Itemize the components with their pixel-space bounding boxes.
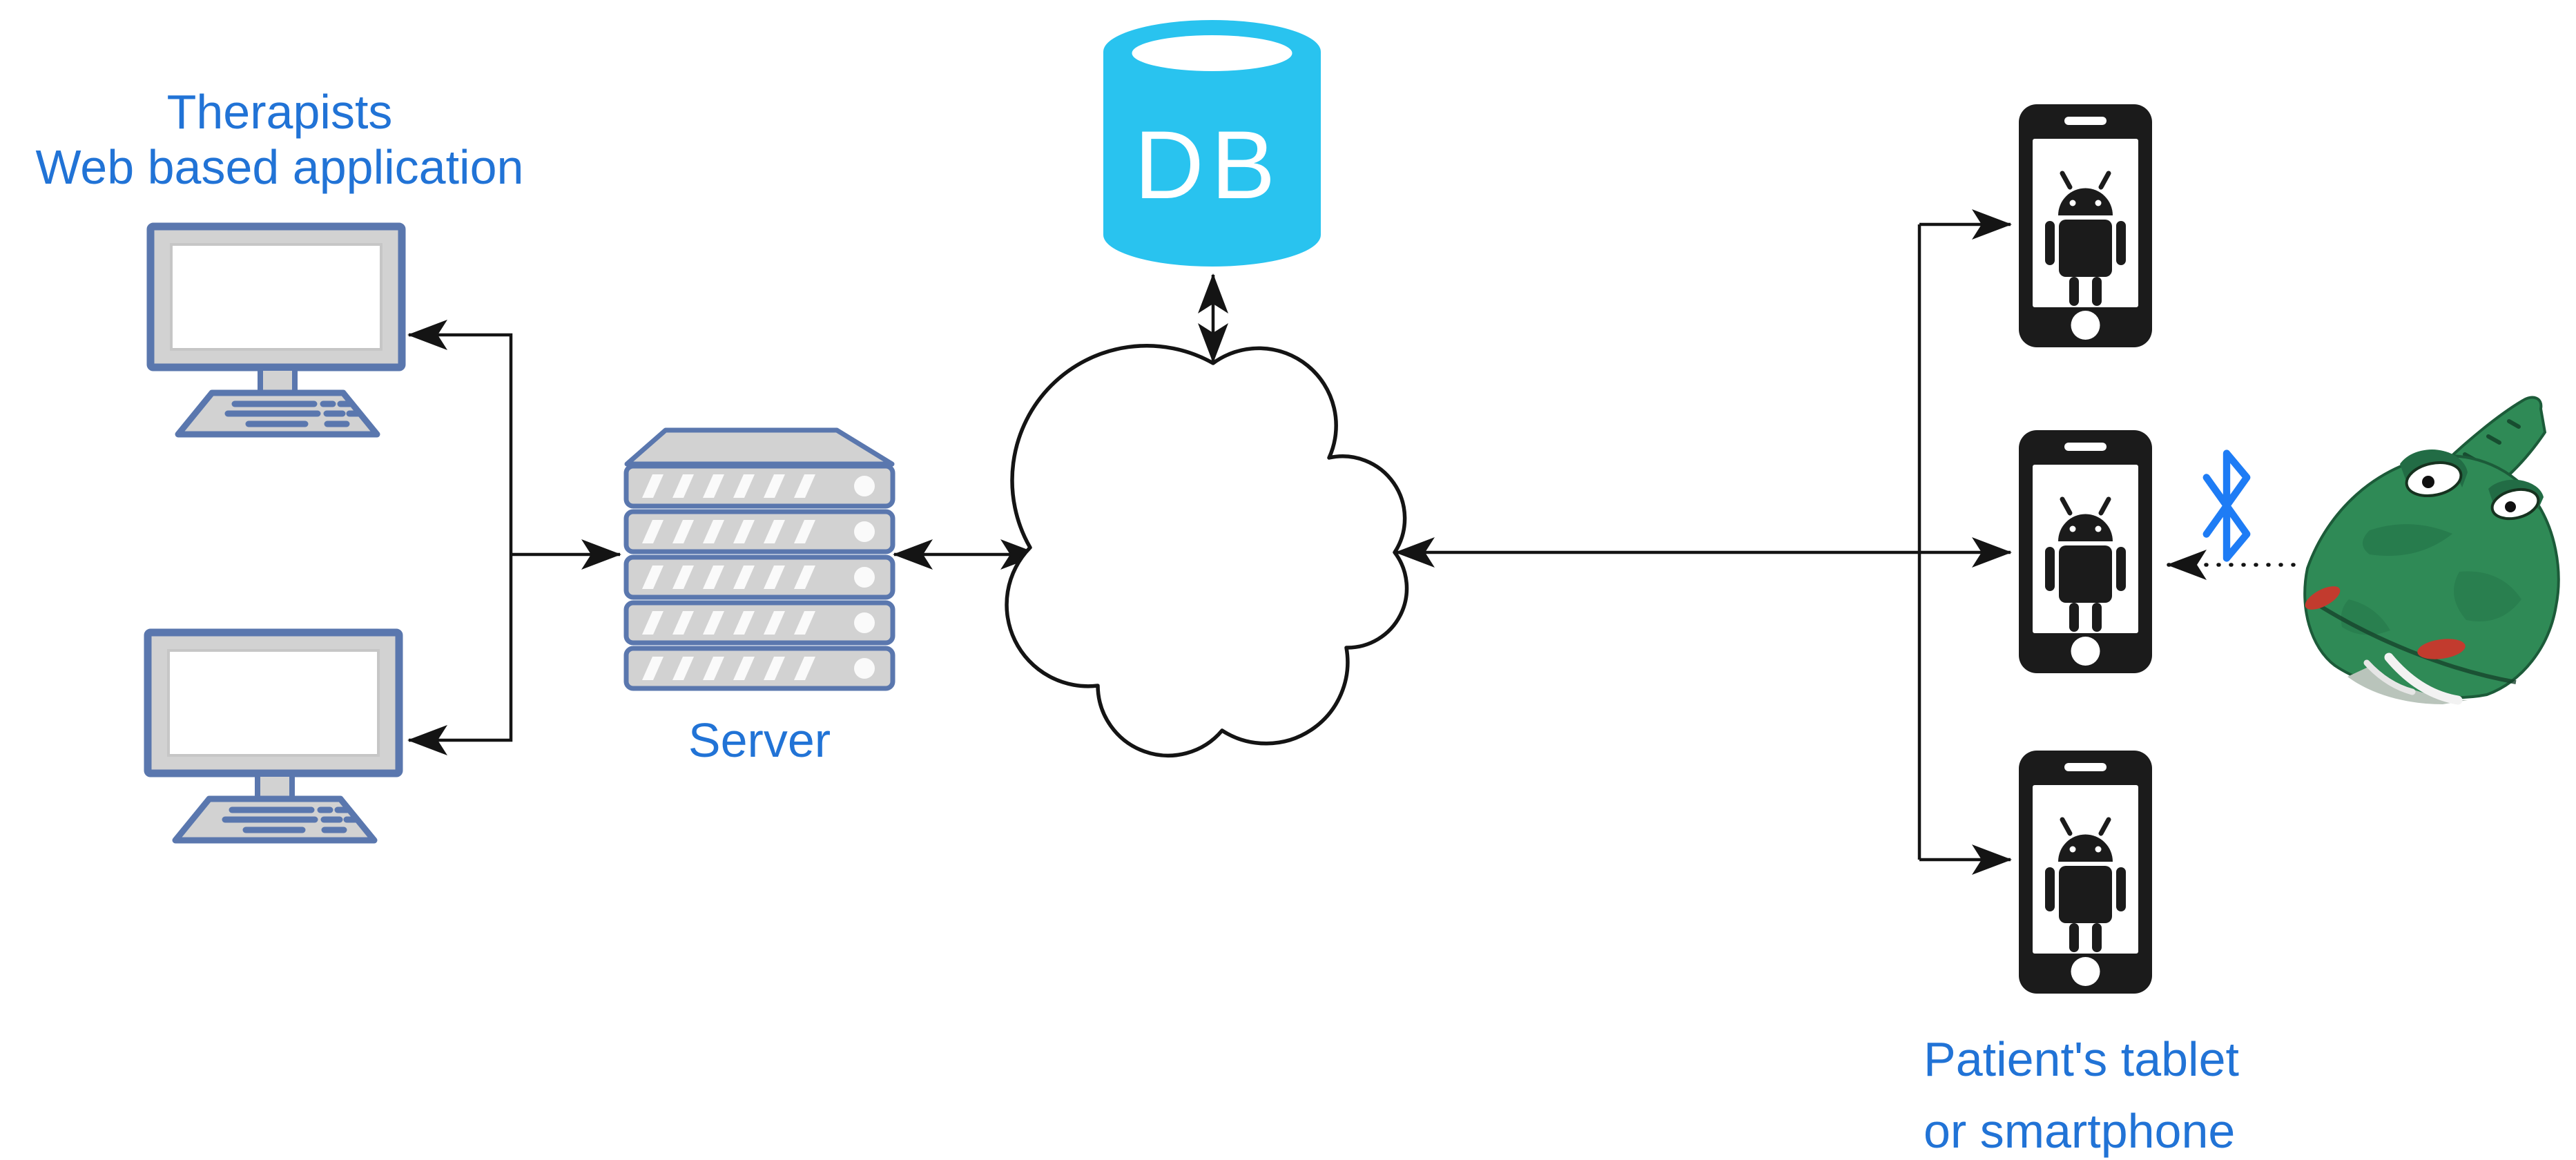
server-icon <box>621 427 898 694</box>
patient-phone-top <box>2015 102 2156 350</box>
cloud-icon <box>1005 344 1409 758</box>
crocodile-icon <box>2303 396 2560 705</box>
android-phone-icon <box>2015 748 2156 996</box>
patient-label-line1: Patient's tablet <box>1924 1032 2239 1086</box>
patient-label: Patient's tablet or smartphone <box>1924 1023 2239 1160</box>
patient-label-line2: or smartphone <box>1924 1104 2236 1158</box>
edge-monitors-trunk <box>407 320 513 755</box>
therapists-label-line2: Web based application <box>35 140 524 194</box>
database-cylinder: DB <box>1103 17 1321 269</box>
crocodile-robot-photo <box>2287 392 2576 705</box>
desktop-computer-icon <box>144 628 406 846</box>
database-icon: DB <box>1103 20 1321 267</box>
db-label: DB <box>1134 110 1282 219</box>
therapist-monitor-top <box>146 222 409 440</box>
therapists-label-line1: Therapists <box>166 85 393 139</box>
bluetooth-icon <box>2196 449 2258 563</box>
android-phone-icon <box>2015 427 2156 676</box>
network-cloud <box>1005 344 1422 758</box>
patient-phone-middle <box>2015 427 2156 676</box>
desktop-computer-icon <box>146 222 409 440</box>
therapists-label: Therapists Web based application <box>17 84 542 195</box>
patient-phone-bottom <box>2015 748 2156 996</box>
server-rack <box>621 425 898 694</box>
server-label: Server <box>688 713 831 767</box>
therapist-monitor-bottom <box>144 628 406 846</box>
android-phone-icon <box>2015 102 2156 350</box>
